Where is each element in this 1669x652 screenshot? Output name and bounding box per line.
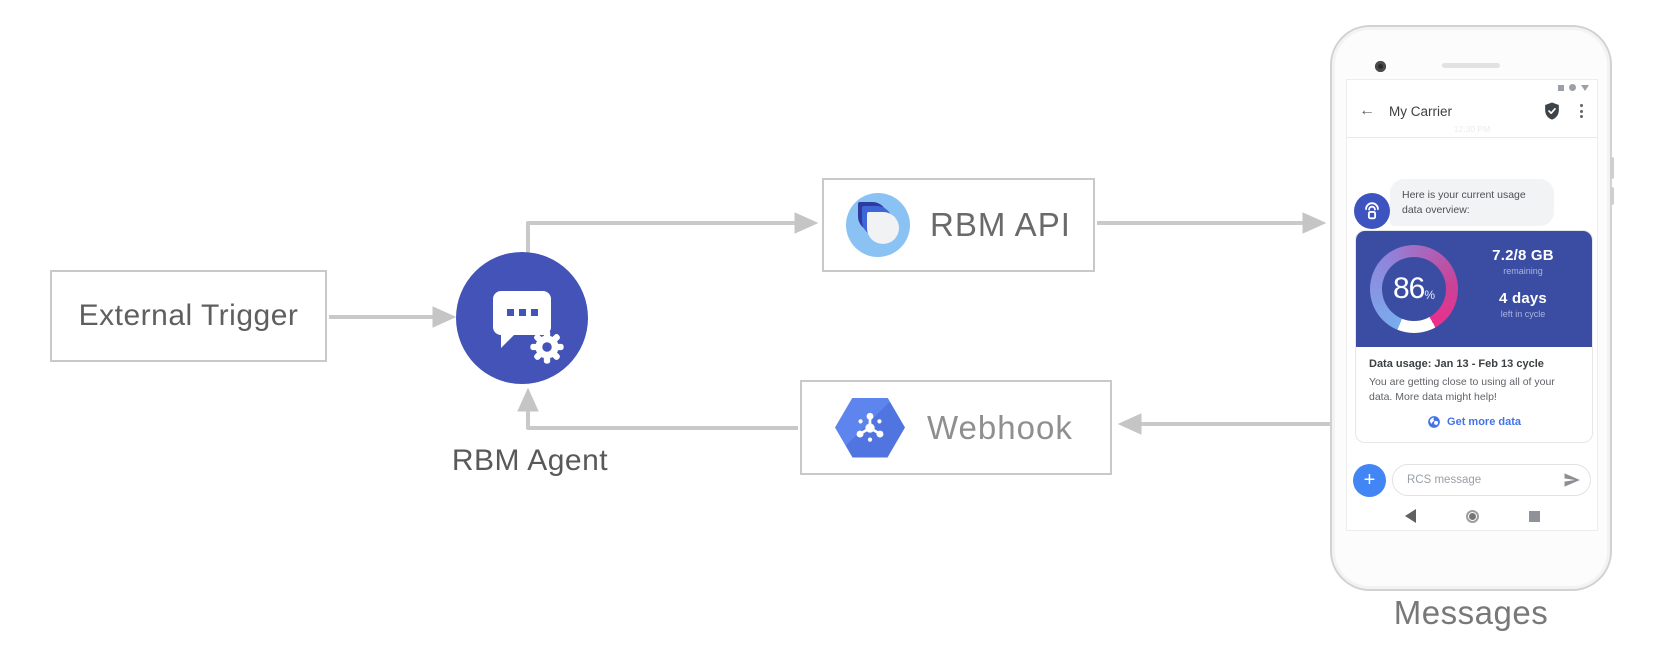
webhook-hexagon-icon (835, 397, 905, 458)
usage-card-title: Data usage: Jan 13 - Feb 13 cycle (1369, 358, 1544, 370)
globe-icon (1428, 416, 1440, 429)
rbm-agent-label: RBM Agent (451, 444, 609, 477)
phone-mockup: ← My Carrier 12:30 PM H (1330, 25, 1614, 591)
usage-rich-card: 86% 7.2/8 GB remaining 4 days left in cy… (1355, 230, 1593, 444)
nav-home-icon[interactable] (1465, 509, 1479, 523)
webhook-node: Webhook (800, 380, 1112, 475)
arrow-agent-to-api (526, 212, 819, 253)
chat-bubble-tail (501, 335, 514, 348)
chat-bubble-icon (493, 291, 551, 348)
rbm-api-label: RBM API (930, 206, 1071, 243)
usage-card-hero: 86% 7.2/8 GB remaining 4 days left in cy… (1356, 231, 1592, 347)
rbm-api-logo-icon (846, 193, 910, 257)
antenna-icon (1365, 202, 1379, 220)
external-trigger-node: External Trigger (50, 270, 327, 362)
agent-avatar (1354, 193, 1390, 229)
message-timestamp: 12:30 PM (1453, 124, 1491, 134)
data-remaining-value: 7.2/8 GB (1492, 247, 1554, 264)
usage-card-body: You are getting close to using all of yo… (1369, 376, 1555, 403)
overflow-menu-icon[interactable] (1576, 102, 1587, 120)
data-remaining-label: remaining (1503, 266, 1543, 276)
agent-message-bubble: Here is your current usage data overview… (1390, 179, 1554, 227)
get-more-data-label: Get more data (1447, 416, 1521, 429)
rcs-message-input[interactable] (1407, 474, 1562, 486)
status-triangle-icon (1581, 84, 1589, 91)
webhook-label: Webhook (927, 408, 1073, 446)
phone-power-button (1610, 157, 1614, 179)
verified-shield-icon (1545, 102, 1559, 120)
header-divider (1347, 137, 1597, 138)
status-square-icon (1558, 84, 1564, 91)
usage-gauge: 86% (1370, 245, 1458, 333)
days-left-value: 4 days (1499, 290, 1547, 307)
phone-volume-button (1610, 187, 1614, 205)
rbm-api-node: RBM API (822, 178, 1095, 272)
gear-icon (530, 330, 564, 364)
back-arrow-icon[interactable]: ← (1359, 102, 1375, 119)
send-icon[interactable] (1562, 470, 1582, 490)
status-bar-icons (1558, 84, 1589, 91)
usage-percent-symbol: % (1424, 288, 1436, 302)
attach-plus-button[interactable]: + (1353, 463, 1386, 497)
usage-percent: 86 (1392, 272, 1425, 305)
android-nav-bar (1347, 505, 1597, 527)
phone-screen: ← My Carrier 12:30 PM H (1346, 79, 1598, 531)
messages-caption: Messages (1393, 594, 1549, 631)
conversation-title: My Carrier (1389, 103, 1452, 119)
external-trigger-label: External Trigger (78, 299, 299, 332)
usage-stats: 7.2/8 GB remaining 4 days left in cycle (1460, 247, 1586, 319)
usage-card-details: Data usage: Jan 13 - Feb 13 cycle You ar… (1356, 347, 1592, 442)
phone-camera (1375, 61, 1386, 72)
status-circle-icon (1569, 84, 1576, 91)
message-input-pill (1392, 464, 1591, 496)
message-composer: + (1347, 463, 1597, 497)
arrow-webhook-to-agent (517, 387, 798, 430)
conversation-header: ← My Carrier (1347, 98, 1597, 124)
nav-back-icon[interactable] (1404, 509, 1416, 523)
typing-dots-icon (493, 309, 551, 316)
nav-recents-icon[interactable] (1528, 510, 1540, 522)
rbm-agent-node (456, 252, 588, 384)
days-left-label: left in cycle (1500, 309, 1546, 319)
phone-speaker (1442, 63, 1500, 68)
get-more-data-button[interactable]: Get more data (1369, 415, 1579, 429)
